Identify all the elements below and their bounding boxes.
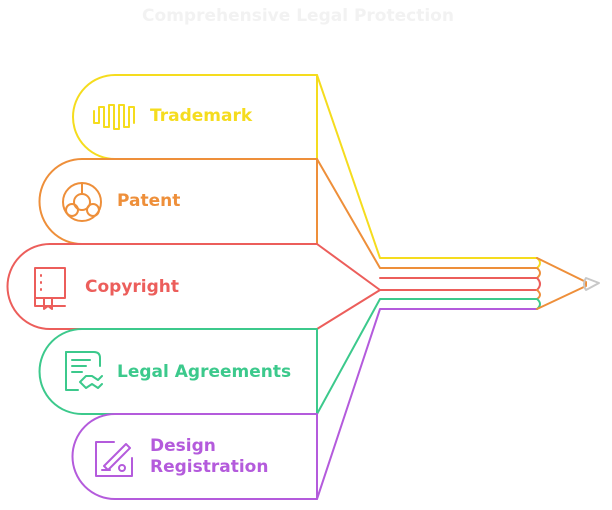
legal-agreements-label: Legal Agreements	[117, 362, 292, 382]
design-registration-label-line1: Design	[150, 436, 216, 456]
copyright-book-icon	[34, 267, 66, 310]
design-registration-label-line2: Registration	[150, 457, 269, 477]
copyright-banner	[6, 243, 381, 330]
design-registration-shape	[71, 308, 538, 500]
copyright-shape	[6, 243, 538, 330]
trademark-connector-line	[316, 74, 538, 259]
legal-agreements-handshake-icon	[65, 351, 103, 391]
patent-banner	[38, 158, 318, 245]
trademark-waveform-icon	[93, 104, 135, 130]
patent-gear-icon	[62, 182, 102, 222]
copyright-label: Copyright	[85, 277, 180, 297]
design-registration-connector-line	[316, 308, 538, 500]
legal-agreements-banner	[38, 328, 318, 415]
pencil-tip	[536, 257, 600, 310]
patent-label: Patent	[117, 191, 181, 211]
design-registration-pen-icon	[95, 441, 133, 477]
trademark-label: Trademark	[150, 106, 253, 126]
trademark-shape	[72, 74, 538, 259]
patent-connector-line	[316, 158, 538, 269]
patent-shape	[38, 158, 538, 269]
page-title: Comprehensive Legal Protection	[142, 6, 454, 26]
copyright-connector-line	[379, 277, 538, 291]
trademark-banner	[72, 74, 318, 160]
legal-agreements-shape	[38, 298, 538, 415]
design-registration-banner	[71, 413, 318, 500]
legal-agreements-connector-line	[316, 298, 538, 415]
